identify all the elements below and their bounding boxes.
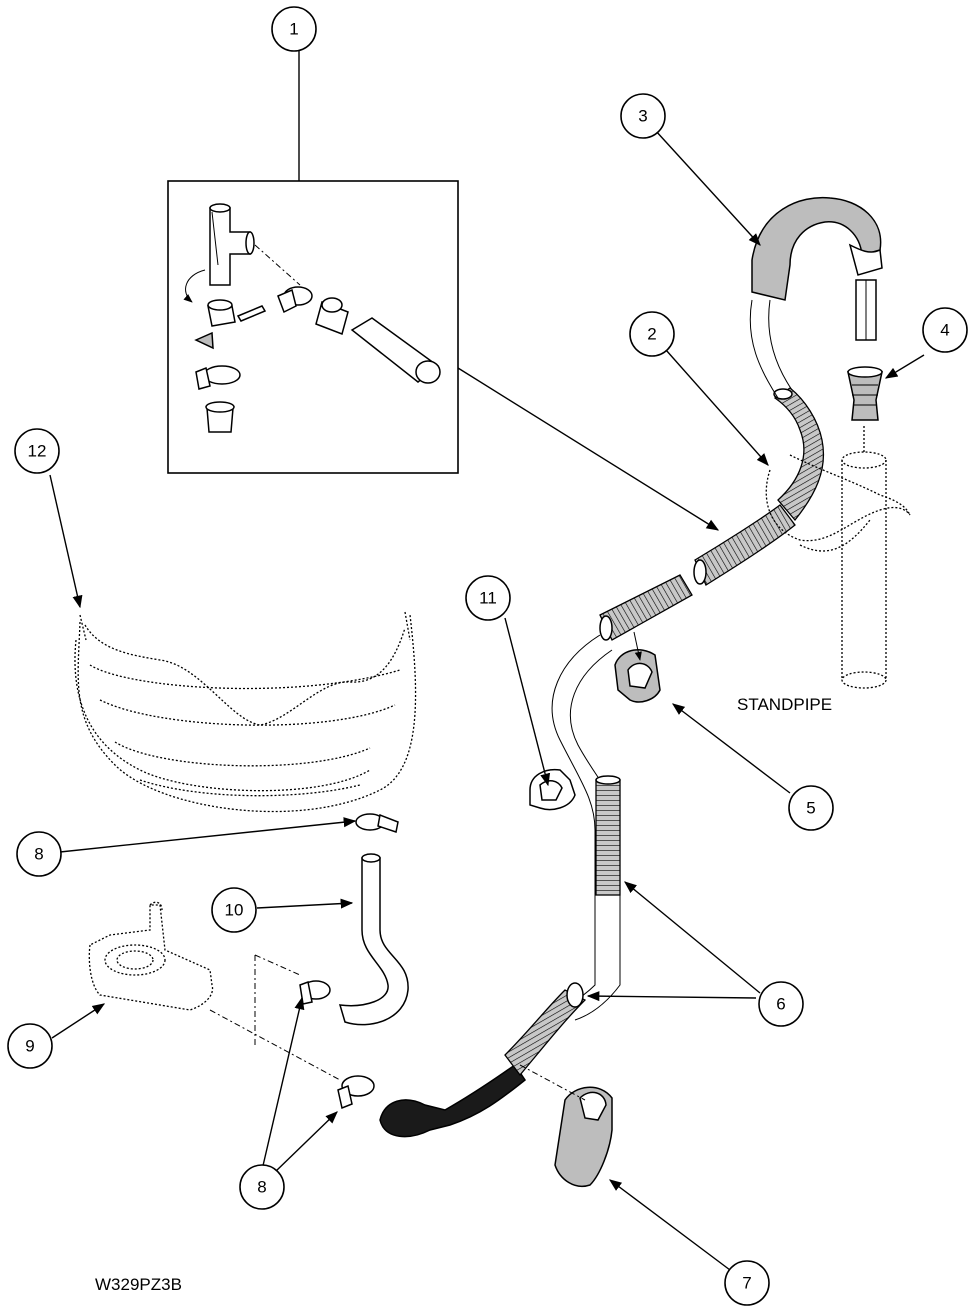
alignment-line	[519, 1064, 586, 1101]
outer-tub	[74, 611, 417, 813]
svg-text:6: 6	[776, 995, 785, 1014]
hose-hook	[751, 196, 883, 341]
callout-1: 1	[271, 6, 317, 52]
svg-text:3: 3	[638, 107, 647, 126]
callout-8-top: 8	[16, 831, 62, 877]
kit-box	[167, 180, 459, 474]
svg-text:12: 12	[28, 442, 47, 461]
hose-clamp-bottom	[337, 1075, 375, 1110]
leader-lines	[49, 49, 925, 1271]
svg-text:11: 11	[479, 589, 497, 608]
svg-text:8: 8	[34, 845, 43, 864]
svg-text:10: 10	[225, 901, 244, 920]
callout-10: 10	[211, 887, 257, 933]
callout-11: 11	[465, 575, 511, 621]
drawing-code: W329PZ3B	[95, 1275, 182, 1294]
alignment-line	[209, 1009, 341, 1081]
standpipe-label: STANDPIPE	[737, 695, 832, 714]
hose-support-7	[554, 1086, 613, 1187]
callout-7: 7	[724, 1260, 770, 1306]
alignment-line	[254, 954, 301, 976]
pump-hose	[338, 857, 409, 1026]
standpipe-adapter	[847, 366, 883, 421]
svg-text:5: 5	[806, 799, 815, 818]
svg-text:7: 7	[742, 1274, 751, 1293]
hose-clamp-middle	[299, 980, 331, 1005]
svg-text:4: 4	[940, 321, 949, 340]
callout-4: 4	[922, 307, 968, 353]
drain-hose	[379, 299, 825, 1138]
hose-clamp-top	[355, 813, 399, 833]
svg-text:8: 8	[257, 1178, 266, 1197]
hose-clip-5	[614, 649, 661, 703]
alignment-line	[633, 631, 642, 661]
callout-9: 9	[7, 1023, 53, 1069]
callout-3: 3	[620, 93, 666, 139]
svg-text:1: 1	[289, 20, 298, 39]
standpipe	[765, 426, 911, 689]
svg-text:9: 9	[25, 1037, 34, 1056]
drain-pump	[88, 901, 214, 1011]
callout-2: 2	[629, 311, 675, 357]
svg-text:2: 2	[647, 325, 656, 344]
callout-8-bottom: 8	[239, 1164, 285, 1210]
callout-5: 5	[788, 785, 834, 831]
hose-clip-11	[529, 768, 576, 811]
callout-12: 12	[14, 428, 60, 474]
callout-6: 6	[758, 981, 804, 1027]
